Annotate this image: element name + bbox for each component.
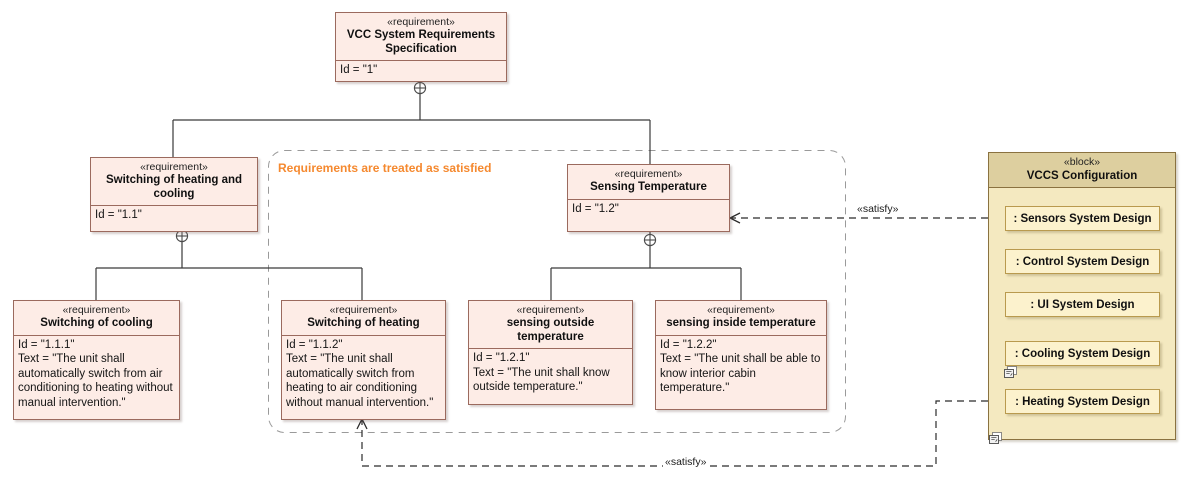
requirement-name: sensing inside temperature: [666, 317, 816, 329]
part-cooling-system-design[interactable]: : Cooling System Design: [1005, 341, 1160, 366]
requirement-name: Switching of heating and cooling: [105, 174, 243, 200]
part-sensors-system-design[interactable]: : Sensors System Design: [1005, 206, 1160, 231]
requirement-header: «requirement» VCC System Requirements Sp…: [336, 13, 506, 61]
containment-icon-sensing: [643, 233, 657, 247]
part-heating-system-design[interactable]: : Heating System Design: [1005, 389, 1160, 414]
requirement-header: «requirement» Switching of cooling: [14, 301, 179, 336]
requirement-name: Sensing Temperature: [590, 181, 707, 193]
requirement-properties: Id = "1": [340, 64, 378, 76]
part-ui-system-design[interactable]: : UI System Design: [1005, 292, 1160, 317]
part-control-system-design[interactable]: : Control System Design: [1005, 249, 1160, 274]
requirement-stereotype: «requirement»: [329, 304, 398, 316]
requirement-name: sensing outside temperature: [506, 317, 595, 343]
requirement-properties: Id = "1.1.2" Text = "The unit shall auto…: [286, 338, 434, 409]
scope-annotation-label: Requirements are treated as satisfied: [278, 161, 492, 175]
part-label: : Heating System Design: [1015, 395, 1150, 408]
requirement-stereotype: «requirement»: [516, 304, 585, 316]
requirement-stereotype: «requirement»: [614, 168, 683, 180]
requirement-properties: Id = "1.1.1" Text = "The unit shall auto…: [18, 338, 173, 409]
requirement-box-root[interactable]: «requirement» VCC System Requirements Sp…: [335, 12, 507, 82]
requirement-stereotype: «requirement»: [707, 304, 775, 316]
containment-icon-root: [413, 81, 427, 95]
satisfy-label-top: «satisfy»: [855, 203, 901, 215]
requirement-stereotype: «requirement»: [387, 16, 455, 28]
requirement-properties: Id = "1.2": [572, 202, 619, 215]
block-stereotype: «block»: [1063, 156, 1101, 168]
requirement-box-switching-of-heating[interactable]: «requirement» Switching of heating Id = …: [281, 300, 446, 420]
requirement-properties: Id = "1.1": [95, 209, 142, 221]
part-label: : Cooling System Design: [1014, 347, 1151, 360]
requirement-stereotype: «requirement»: [140, 161, 208, 173]
requirement-name: Switching of cooling: [40, 317, 153, 329]
requirement-header: «requirement» sensing inside temperature: [656, 301, 826, 336]
requirement-name: Switching of heating: [307, 317, 420, 329]
requirement-name: VCC System Requirements Specification: [346, 29, 496, 55]
requirement-box-sensing-temperature[interactable]: «requirement» Sensing Temperature Id = "…: [567, 164, 730, 232]
part-label: : Sensors System Design: [1013, 212, 1152, 225]
requirement-header: «requirement» Sensing Temperature: [568, 165, 729, 200]
part-label: : UI System Design: [1030, 298, 1135, 311]
sub-diagram-icon-heating[interactable]: [989, 432, 1003, 445]
requirement-header: «requirement» Switching of heating: [282, 301, 445, 336]
requirement-box-switching-of-heating-and-cooling[interactable]: «requirement» Switching of heating and c…: [90, 157, 258, 232]
requirement-properties: Id = "1.2.1" Text = "The unit shall know…: [473, 352, 610, 393]
sub-diagram-icon-cooling[interactable]: [1004, 366, 1018, 379]
requirement-box-sensing-inside-temperature[interactable]: «requirement» sensing inside temperature…: [655, 300, 827, 410]
requirement-box-switching-of-cooling[interactable]: «requirement» Switching of cooling Id = …: [13, 300, 180, 420]
requirement-stereotype: «requirement»: [62, 304, 131, 316]
requirement-box-sensing-outside-temperature[interactable]: «requirement» sensing outside temperatur…: [468, 300, 633, 405]
part-label: : Control System Design: [1015, 255, 1150, 268]
arrowhead-satisfy-sensors: [728, 212, 741, 224]
requirement-properties: Id = "1.2.2" Text = "The unit shall be a…: [660, 338, 821, 395]
satisfy-label-bottom: «satisfy»: [663, 456, 709, 468]
block-name: VCCS Configuration: [1026, 170, 1138, 182]
requirement-header: «requirement» sensing outside temperatur…: [469, 301, 632, 349]
arrowhead-satisfy-heating: [356, 417, 368, 430]
requirement-header: «requirement» Switching of heating and c…: [91, 158, 257, 206]
block-header: «block» VCCS Configuration: [989, 153, 1175, 188]
containment-icon-switching: [175, 229, 189, 243]
